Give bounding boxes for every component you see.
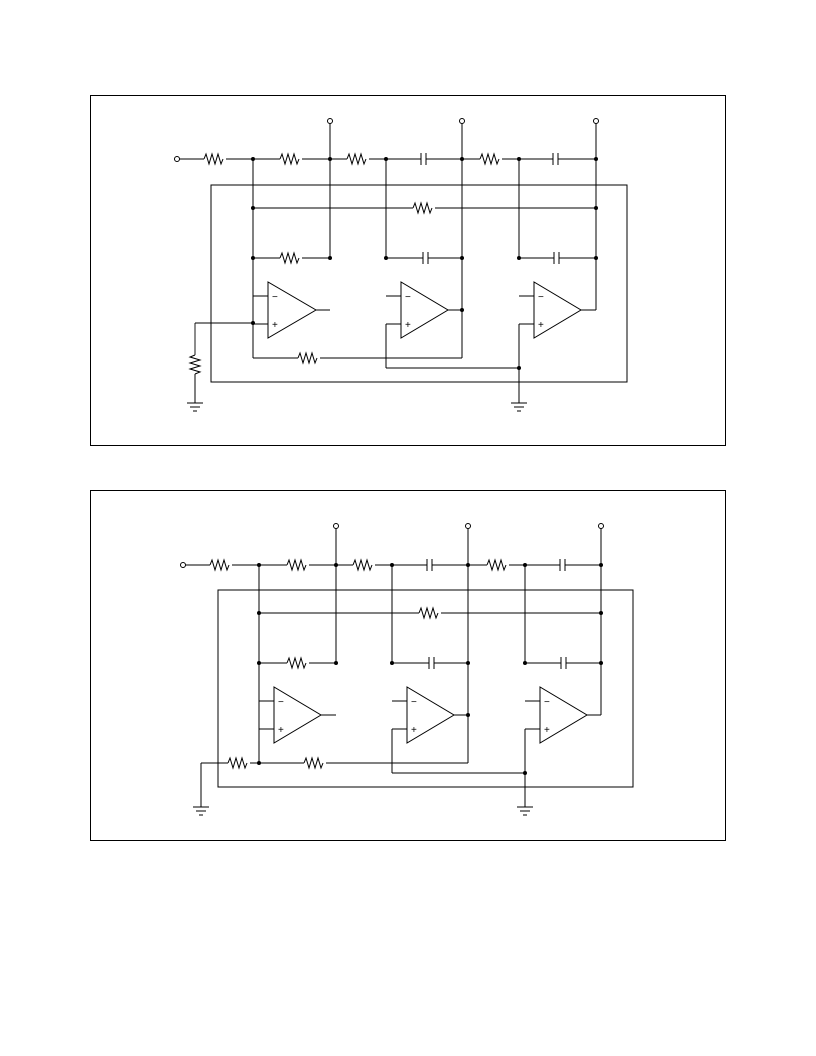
opamp-2-plus: + bbox=[405, 320, 411, 331]
opamp-2-minus: − bbox=[411, 697, 417, 708]
capacitor-c2 bbox=[552, 153, 559, 165]
opamp-2-minus: − bbox=[405, 292, 411, 303]
ground-symbol-2 bbox=[511, 402, 527, 412]
ground-symbol-1 bbox=[193, 806, 209, 816]
input-terminal bbox=[180, 562, 186, 568]
opamp-1-minus: − bbox=[272, 292, 278, 303]
resistor-r2 bbox=[279, 152, 300, 166]
resistor-feedback-long bbox=[418, 606, 439, 620]
opamp-1-plus: + bbox=[278, 725, 284, 736]
resistor-feedback-long bbox=[412, 201, 433, 215]
junction-dots bbox=[257, 563, 603, 775]
opamp-1-plus: + bbox=[272, 320, 278, 331]
opamp-3-minus: − bbox=[538, 292, 544, 303]
resistor-bottom bbox=[303, 756, 324, 770]
capacitor-feedback-3 bbox=[553, 252, 560, 264]
resistor-r4 bbox=[479, 152, 500, 166]
opamp-2: − + bbox=[400, 281, 449, 339]
ground-symbol-2 bbox=[517, 806, 533, 816]
opamp-1: − + bbox=[267, 281, 317, 339]
resistor-series-leg bbox=[227, 756, 248, 770]
capacitor-c2 bbox=[559, 559, 566, 571]
output-terminal-3 bbox=[598, 523, 604, 529]
output-terminal-2 bbox=[465, 523, 471, 529]
opamp-3-minus: − bbox=[544, 697, 550, 708]
opamp-3-plus: + bbox=[538, 320, 544, 331]
resistor-feedback-1 bbox=[279, 251, 300, 265]
output-terminal-1 bbox=[327, 118, 333, 124]
module-box bbox=[217, 589, 634, 788]
circuit-diagram-2: − + − + − + bbox=[180, 523, 634, 816]
opamp-1: − + bbox=[273, 686, 322, 744]
resistor-r3 bbox=[352, 558, 373, 572]
resistor-input bbox=[209, 558, 230, 572]
module-box bbox=[210, 184, 628, 383]
output-terminal-1 bbox=[333, 523, 339, 529]
resistor-r4 bbox=[486, 558, 507, 572]
opamp-3: − + bbox=[539, 686, 588, 744]
opamp-2: − + bbox=[406, 686, 455, 744]
opamp-1-minus: − bbox=[278, 697, 284, 708]
resistor-r2 bbox=[286, 558, 307, 572]
ground-symbol-1 bbox=[187, 402, 203, 412]
resistor-ground-leg bbox=[188, 354, 202, 375]
resistor-feedback-1 bbox=[286, 656, 307, 670]
schematic-panel-2: − + − + − + bbox=[90, 490, 726, 841]
resistor-bottom bbox=[297, 351, 318, 365]
output-terminal-2 bbox=[459, 118, 465, 124]
resistor-r3 bbox=[346, 152, 367, 166]
capacitor-feedback-2 bbox=[428, 657, 435, 669]
opamp-2-plus: + bbox=[411, 725, 417, 736]
capacitor-c1 bbox=[420, 153, 427, 165]
capacitor-c1 bbox=[426, 559, 433, 571]
circuit-diagram-1: − + − + − + bbox=[174, 118, 628, 412]
capacitor-feedback-3 bbox=[560, 657, 567, 669]
input-terminal bbox=[174, 156, 180, 162]
junction-dots bbox=[251, 157, 598, 370]
opamp-3-plus: + bbox=[544, 725, 550, 736]
resistor-input bbox=[203, 152, 224, 166]
capacitor-feedback-2 bbox=[422, 252, 429, 264]
schematic-panel-1: − + − + − + bbox=[90, 95, 726, 446]
opamp-3: − + bbox=[533, 281, 582, 339]
output-terminal-3 bbox=[593, 118, 599, 124]
